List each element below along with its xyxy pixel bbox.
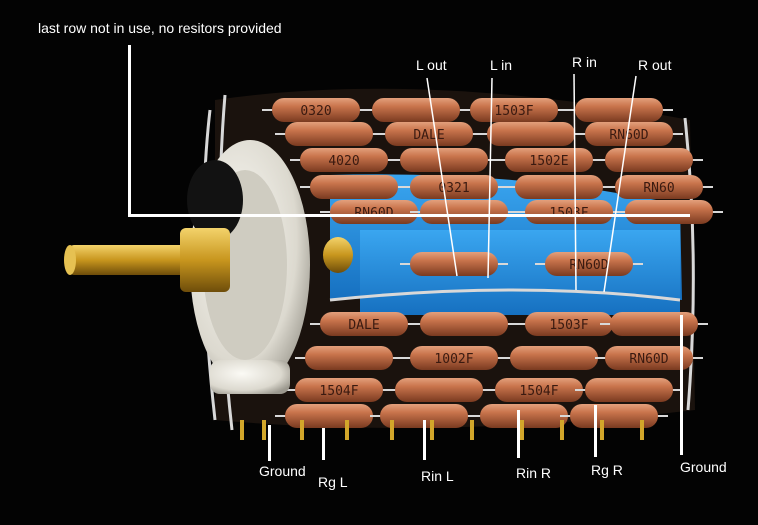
resistor-marking: 0320 xyxy=(300,104,331,119)
resistor xyxy=(370,404,478,428)
rg-r-guide xyxy=(594,405,597,457)
note-guide-vertical xyxy=(128,45,131,217)
resistor xyxy=(575,378,683,402)
solder-pin xyxy=(262,420,266,440)
resistor-marking: 0321 xyxy=(438,181,469,196)
solder-pin xyxy=(345,420,349,440)
resistor xyxy=(560,404,668,428)
resistor-marking: 1503F xyxy=(549,318,588,333)
rin-r-guide xyxy=(517,410,520,458)
resistor-marking: RN60D xyxy=(629,352,668,367)
resistor: RN60 xyxy=(605,175,713,199)
last-row-note: last row not in use, no resitors provide… xyxy=(38,20,282,36)
solder-pin xyxy=(390,420,394,440)
resistor: 1504F xyxy=(285,378,393,402)
resistor xyxy=(300,175,408,199)
resistor: 0321 xyxy=(400,175,508,199)
resistor-marking: RN60D xyxy=(569,258,608,273)
label-l-out: L out xyxy=(416,57,447,73)
resistor xyxy=(295,346,403,370)
solder-pin xyxy=(470,420,474,440)
resistor: 0320 xyxy=(262,98,370,122)
resistor xyxy=(410,312,518,336)
shaft xyxy=(70,245,185,275)
solder-pin xyxy=(430,420,434,440)
resistor-marking: 1503F xyxy=(494,104,533,119)
resistor-marking: 1504F xyxy=(319,384,358,399)
resistor xyxy=(400,252,508,276)
resistor: RN60D xyxy=(575,122,683,146)
resistor-marking: DALE xyxy=(348,318,379,333)
resistor-marking: 1002F xyxy=(434,352,473,367)
resistor-marking: 4020 xyxy=(328,154,359,169)
solder-pins xyxy=(240,420,644,440)
label-ground-right: Ground xyxy=(680,459,727,475)
resistor xyxy=(385,378,493,402)
resistor xyxy=(595,148,703,172)
resistor xyxy=(477,122,585,146)
resistor: DALE xyxy=(310,312,418,336)
solder-pin xyxy=(520,420,524,440)
resistor xyxy=(565,98,673,122)
label-rg-l: Rg L xyxy=(318,474,348,490)
rotary-switch-front xyxy=(64,140,353,394)
resistor: 1002F xyxy=(400,346,508,370)
resistor: DALE xyxy=(375,122,483,146)
label-r-in: R in xyxy=(572,54,597,70)
ground-left-guide xyxy=(268,425,271,461)
ground-right-guide xyxy=(680,315,683,455)
resistor: RN60D xyxy=(535,252,643,276)
solder-pin xyxy=(640,420,644,440)
resistor xyxy=(275,122,383,146)
resistor xyxy=(362,98,470,122)
resistor-marking: 1502E xyxy=(529,154,568,169)
resistor: 1503F xyxy=(515,312,623,336)
resistor: 1503F xyxy=(515,200,623,224)
note-guide-horizontal xyxy=(128,214,690,217)
resistor: RN60D xyxy=(595,346,703,370)
rin-l-guide xyxy=(423,420,426,460)
label-rin-r: Rin R xyxy=(516,465,552,481)
rg-l-guide xyxy=(322,428,325,460)
resistor: 4020 xyxy=(290,148,398,172)
resistor: 1502E xyxy=(495,148,603,172)
label-l-in: L in xyxy=(490,57,513,73)
resistor-marking: 1504F xyxy=(519,384,558,399)
resistor xyxy=(275,404,383,428)
resistor xyxy=(500,346,608,370)
solder-pin xyxy=(300,420,304,440)
solder-pin xyxy=(600,420,604,440)
resistor-marking: 1503F xyxy=(549,206,588,221)
label-r-out: R out xyxy=(638,57,672,73)
mounting-nut xyxy=(180,228,230,292)
label-rg-r: Rg R xyxy=(591,462,623,478)
resistor-marking: RN60D xyxy=(354,206,393,221)
resistor-marking: RN60 xyxy=(643,181,674,196)
resistor xyxy=(615,200,723,224)
resistor-marking: RN60D xyxy=(609,128,648,143)
rear-screw xyxy=(323,237,353,273)
label-ground-left: Ground xyxy=(259,463,306,479)
label-rin-l: Rin L xyxy=(421,468,454,484)
resistor xyxy=(410,200,518,224)
solder-pin xyxy=(560,420,564,440)
resistor: RN60D xyxy=(320,200,428,224)
resistor xyxy=(600,312,708,336)
solder-pin xyxy=(240,420,244,440)
resistor xyxy=(505,175,613,199)
resistor xyxy=(390,148,498,172)
